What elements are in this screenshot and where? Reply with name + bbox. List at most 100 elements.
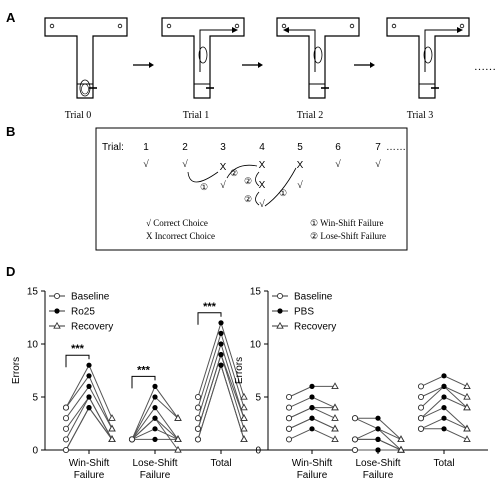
baseline-point — [194, 436, 202, 443]
recovery-point — [331, 403, 339, 411]
drug-point — [218, 341, 224, 347]
choice-incorrect: X — [220, 162, 227, 173]
baseline-point — [194, 393, 202, 401]
left-reward-well — [281, 23, 287, 29]
baseline-point — [351, 436, 359, 443]
significance-bracket — [197, 312, 222, 325]
drug-point — [86, 405, 92, 411]
chart-ro25: 051015ErrorsWin-ShiftFailureLose-ShiftFa… — [11, 287, 265, 481]
lose-shift-marker: ② — [230, 168, 238, 178]
y-tick-label: 0 — [255, 446, 261, 457]
recovery-point — [463, 435, 471, 443]
panel-b-box — [95, 127, 408, 251]
choice-correct: √ — [297, 180, 303, 191]
arrow-right-icon — [457, 27, 463, 33]
lose-shift-marker: ② — [244, 194, 252, 204]
legend-lose-shift: ② Lose-Shift Failure — [310, 231, 386, 241]
panel-label-b: B — [6, 124, 15, 139]
maze-outline — [44, 17, 128, 99]
legend-recovery-marker — [53, 321, 61, 329]
recovery-point — [240, 403, 248, 411]
baseline-point — [417, 415, 425, 422]
choice-correct: √ — [220, 180, 226, 191]
rat-icon — [423, 46, 433, 64]
legend-label: Ro25 — [71, 307, 95, 318]
drug-point — [375, 436, 381, 442]
trial-2-label: Trial 2 — [297, 110, 324, 121]
drug-point — [86, 362, 92, 368]
baseline-point — [285, 436, 293, 443]
legend-label: PBS — [294, 307, 314, 318]
trial-0-label: Trial 0 — [65, 110, 92, 121]
baseline-point — [417, 383, 425, 390]
drug-point — [218, 352, 224, 358]
x-tick-label: Lose-Shift — [355, 458, 400, 469]
trial-number-4: 4 — [259, 142, 265, 153]
recovery-point — [108, 435, 116, 443]
legend-label: Recovery — [294, 322, 336, 333]
drug-point — [218, 320, 224, 326]
baseline-point — [194, 404, 202, 411]
maze-0 — [44, 17, 128, 99]
y-tick-label: 0 — [32, 446, 38, 457]
subject-line — [131, 385, 179, 440]
legend-recovery-marker — [276, 321, 284, 329]
x-tick-label: Failure — [363, 470, 394, 481]
baseline-point — [194, 425, 202, 432]
maze-3 — [386, 17, 470, 99]
drug-point — [152, 405, 158, 411]
baseline-point — [128, 436, 136, 443]
legend-correct: √ Correct Choice — [146, 218, 208, 228]
maze-1 — [161, 17, 245, 99]
baseline-point — [351, 415, 359, 422]
lose-shift-marker: ② — [244, 176, 252, 186]
recovery-point — [174, 435, 182, 443]
chart-pbs: 051015ErrorsWin-ShiftFailureLose-ShiftFa… — [234, 287, 488, 481]
trial-number-2: 2 — [182, 142, 188, 153]
maze-outline — [161, 17, 245, 99]
legend-label: Recovery — [71, 322, 113, 333]
arrow-left-icon — [283, 27, 289, 33]
win-shift-marker: ① — [200, 182, 208, 192]
recovery-point — [108, 414, 116, 421]
legend-label: Baseline — [71, 292, 110, 303]
subject-line — [65, 364, 113, 419]
left-reward-well — [391, 23, 397, 29]
y-tick-label: 5 — [32, 393, 38, 404]
baseline-point — [417, 393, 425, 401]
win-shift-marker: ① — [279, 188, 287, 198]
baseline-point — [62, 425, 70, 432]
recovery-point — [331, 424, 339, 432]
baseline-point — [351, 446, 359, 454]
legend-incorrect: X Incorrect Choice — [146, 231, 215, 241]
drug-point — [441, 394, 447, 400]
drug-point — [152, 426, 158, 432]
x-tick-label: Failure — [74, 470, 105, 481]
drug-point — [86, 373, 92, 379]
drug-point — [309, 383, 315, 389]
drug-point — [375, 415, 381, 421]
legend-win-shift: ① Win-Shift Failure — [310, 218, 384, 228]
recovery-point — [240, 414, 248, 421]
drug-point — [218, 330, 224, 336]
significance-bracket — [65, 354, 90, 368]
left-reward-well — [166, 23, 172, 29]
trial-number-6: 6 — [335, 142, 341, 153]
drug-point — [309, 394, 315, 400]
drug-point — [86, 383, 92, 389]
choice-correct: √ — [375, 159, 381, 170]
baseline-point — [62, 415, 70, 422]
path-arrow — [199, 29, 232, 72]
arrow-right-icon — [232, 27, 238, 33]
recovery-point — [174, 445, 182, 453]
drug-point — [309, 405, 315, 411]
rat-icon — [313, 46, 323, 64]
baseline-point — [194, 415, 202, 422]
drug-point — [152, 394, 158, 400]
trial-row-label: Trial: — [102, 142, 124, 153]
x-tick-label: Total — [433, 458, 454, 469]
drug-point — [152, 415, 158, 421]
rat-icon — [198, 46, 208, 64]
choice-correct: √ — [182, 159, 188, 170]
